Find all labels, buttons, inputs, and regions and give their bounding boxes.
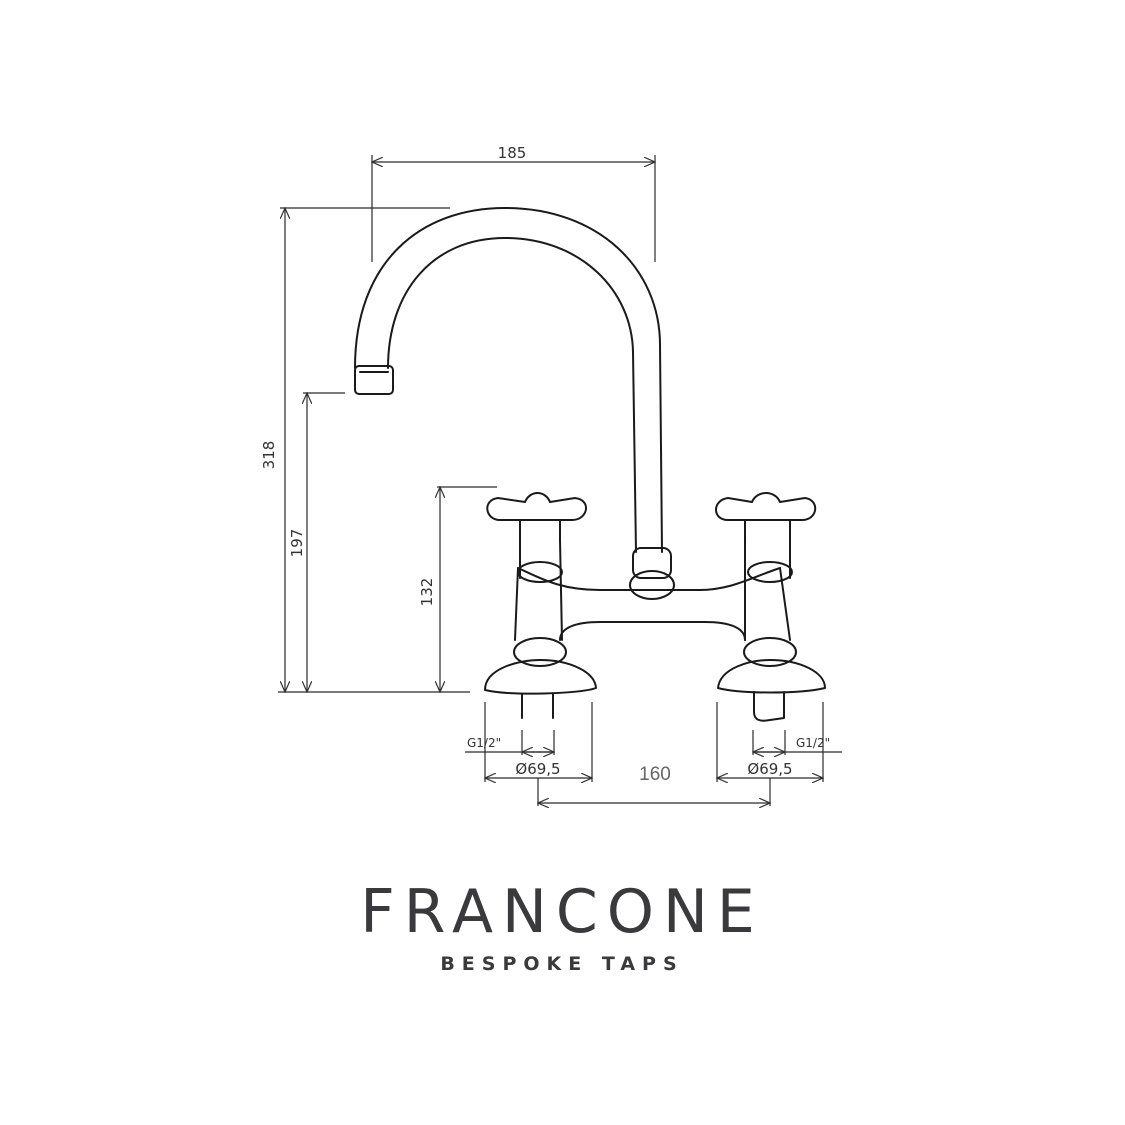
brand-tagline: Bespoke taps	[440, 953, 683, 975]
dim-base-diameter-right: Ø69,5	[747, 760, 792, 778]
dim-outlet-height: 197	[288, 529, 306, 558]
dim-spout-reach: 185	[498, 144, 527, 162]
dim-centres: 160	[639, 764, 671, 785]
dim-base-diameter-left: Ø69,5	[515, 760, 560, 778]
dim-connection-right: G1/2"	[796, 736, 830, 750]
dimension-lines	[278, 155, 842, 806]
dim-total-height: 318	[260, 441, 278, 470]
dim-connection-left: G1/2"	[467, 736, 501, 750]
brand-logo: FRANCONE	[360, 877, 764, 947]
tap-outline	[354, 207, 826, 722]
dim-handle-height: 132	[418, 578, 436, 607]
